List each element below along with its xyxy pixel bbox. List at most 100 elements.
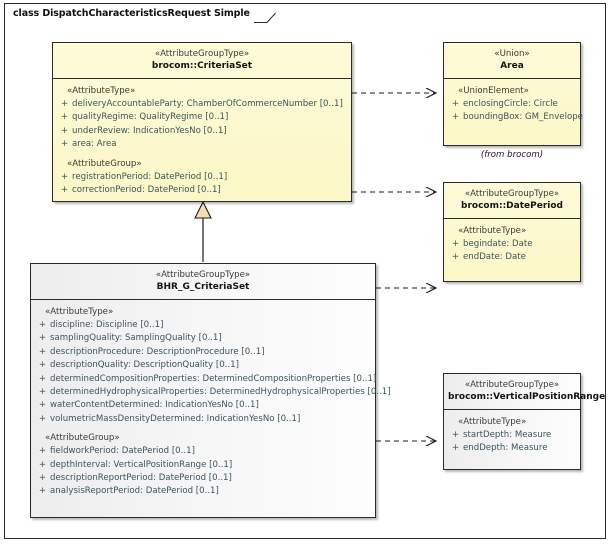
class-name: brocom::VerticalPositionRange — [448, 392, 606, 402]
visibility-marker: + — [38, 486, 47, 497]
attribute-row: + endDate: Date — [448, 251, 576, 264]
class-box-dateperiod[interactable]: «AttributeGroupType» brocom::DatePeriod … — [443, 182, 581, 282]
class-box-verticalpositionrange[interactable]: «AttributeGroupType» brocom::VerticalPos… — [443, 373, 606, 470]
diagram-frame-tab: class DispatchCharacteristicsRequest Sim… — [4, 3, 276, 23]
attribute-row: + startDepth: Measure — [448, 429, 576, 442]
attribute-text: analysisReportPeriod: DatePeriod [0..1] — [50, 486, 219, 497]
attribute-text: depthInterval: VerticalPositionRange [0.… — [50, 459, 233, 470]
class-stereotype: «AttributeGroupType» — [154, 49, 250, 59]
visibility-marker: + — [38, 373, 47, 384]
attribute-text: volumetricMassDensityDetermined: Indicat… — [50, 413, 301, 424]
attribute-row: + boundingBox: GM_Envelope — [448, 111, 583, 124]
attribute-group-label: «AttributeType» — [67, 86, 136, 96]
class-box-area[interactable]: «Union» Area «UnionElement» + enclosingC… — [443, 42, 583, 146]
visibility-marker: + — [451, 443, 460, 454]
class-header-bhr-g-criteriaset: «AttributeGroupType» BHR_G_CriteriaSet — [31, 264, 375, 300]
class-body-bhr-g-criteriaset: «AttributeType» + discipline: Discipline… — [31, 300, 391, 505]
class-header-verticalpositionrange: «AttributeGroupType» brocom::VerticalPos… — [444, 374, 606, 410]
attribute-text: deliveryAccountableParty: ChamberOfComme… — [72, 99, 343, 109]
class-header-area: «Union» Area — [444, 43, 580, 79]
class-header-criteriaset: «AttributeGroupType» brocom::CriteriaSet — [53, 43, 351, 79]
attribute-row: + discipline: Discipline [0..1] — [35, 319, 371, 332]
attribute-text: startDepth: Measure — [463, 430, 552, 440]
attribute-row: + begindate: Date — [448, 238, 576, 251]
attribute-group-label: «AttributeType» — [458, 417, 527, 427]
attribute-text: waterContentDetermined: IndicationYesNo … — [50, 400, 259, 411]
visibility-marker: + — [38, 387, 47, 398]
class-name: BHR_G_CriteriaSet — [156, 282, 250, 292]
class-box-bhr-g-criteriaset[interactable]: «AttributeGroupType» BHR_G_CriteriaSet «… — [30, 263, 391, 518]
class-body-criteriaset: «AttributeType» + deliveryAccountablePar… — [53, 79, 351, 203]
attribute-row: + determinedCompositionProperties: Deter… — [35, 373, 376, 386]
attribute-text: endDate: Date — [463, 252, 526, 263]
attribute-text: descriptionProcedure: DescriptionProcedu… — [50, 346, 265, 357]
attribute-row: + area: Area — [57, 138, 347, 151]
attribute-row: + volumetricMassDensityDetermined: Indic… — [35, 413, 371, 426]
attribute-row: + registrationPeriod: DatePeriod [0..1] — [57, 171, 347, 184]
attribute-text: endDepth: Measure — [463, 443, 548, 454]
attribute-group-label: «AttributeGroup» — [67, 158, 142, 169]
attribute-row: + fieldworkPeriod: DatePeriod [0..1] — [35, 445, 371, 458]
attribute-text: boundingBox: GM_Envelope — [463, 112, 583, 123]
attribute-row: + deliveryAccountableParty: ChamberOfCom… — [57, 98, 347, 111]
class-box-criteriaset[interactable]: «AttributeGroupType» brocom::CriteriaSet… — [52, 42, 352, 202]
attribute-text: descriptionQuality: DescriptionQuality [… — [50, 360, 239, 371]
attribute-text: descriptionReportPeriod: DatePeriod [0..… — [50, 473, 232, 484]
diagram-frame-label: class DispatchCharacteristicsRequest Sim… — [13, 8, 250, 19]
class-stereotype: «AttributeGroupType» — [464, 380, 560, 390]
package-origin-note: (from brocom) — [480, 150, 544, 160]
visibility-marker: + — [38, 400, 47, 411]
attribute-text: qualityRegime: QualityRegime [0..1] — [72, 112, 229, 123]
visibility-marker: + — [451, 99, 460, 109]
class-body-dateperiod: «AttributeType» + begindate: Date + endD… — [444, 219, 580, 271]
visibility-marker: + — [60, 171, 69, 182]
class-body-area: «UnionElement» + enclosingCircle: Circle… — [444, 79, 583, 131]
visibility-marker: + — [60, 99, 69, 109]
visibility-marker: + — [38, 446, 47, 457]
class-stereotype: «Union» — [494, 49, 530, 59]
visibility-marker: + — [60, 139, 69, 150]
class-stereotype: «AttributeGroupType» — [464, 189, 560, 199]
visibility-marker: + — [38, 333, 47, 344]
visibility-marker: + — [38, 360, 47, 371]
visibility-marker: + — [451, 112, 460, 123]
visibility-marker: + — [60, 125, 69, 136]
attribute-row: + enclosingCircle: Circle — [448, 98, 576, 111]
attribute-text: registrationPeriod: DatePeriod [0..1] — [72, 171, 228, 182]
attribute-row: + underReview: IndicationYesNo [0..1] — [57, 125, 347, 138]
visibility-marker: + — [38, 473, 47, 484]
visibility-marker: + — [451, 252, 460, 263]
attribute-group-label: «AttributeType» — [45, 307, 114, 317]
class-header-dateperiod: «AttributeGroupType» brocom::DatePeriod — [444, 183, 580, 219]
visibility-marker: + — [38, 459, 47, 470]
attribute-row: + analysisReportPeriod: DatePeriod [0..1… — [35, 485, 371, 498]
attribute-text: discipline: Discipline [0..1] — [50, 320, 164, 330]
attribute-row: + qualityRegime: QualityRegime [0..1] — [57, 111, 347, 124]
visibility-marker: + — [60, 185, 69, 196]
visibility-marker: + — [38, 320, 47, 330]
attribute-text: samplingQuality: SamplingQuality [0..1] — [50, 333, 222, 344]
attribute-text: underReview: IndicationYesNo [0..1] — [72, 125, 227, 136]
attribute-group-label: «AttributeGroup» — [45, 433, 120, 444]
attribute-text: correctionPeriod: DatePeriod [0..1] — [72, 185, 221, 196]
attribute-text: enclosingCircle: Circle — [463, 99, 558, 109]
attribute-row: + descriptionQuality: DescriptionQuality… — [35, 359, 371, 372]
class-stereotype: «AttributeGroupType» — [155, 270, 251, 280]
attribute-row: + descriptionProcedure: DescriptionProce… — [35, 346, 371, 359]
attribute-row: + samplingQuality: SamplingQuality [0..1… — [35, 332, 371, 345]
attribute-row: + determinedHydrophysicalProperties: Det… — [35, 386, 391, 399]
attribute-row: + waterContentDetermined: IndicationYesN… — [35, 399, 371, 412]
attribute-row: + correctionPeriod: DatePeriod [0..1] — [57, 184, 347, 197]
attribute-text: determinedCompositionProperties: Determi… — [50, 373, 377, 384]
class-name: brocom::DatePeriod — [461, 201, 563, 211]
attribute-row: + endDepth: Measure — [448, 442, 576, 455]
attribute-row: + descriptionReportPeriod: DatePeriod [0… — [35, 472, 371, 485]
attribute-group-label: «AttributeType» — [458, 226, 527, 236]
attribute-text: determinedHydrophysicalProperties: Deter… — [50, 387, 391, 398]
visibility-marker: + — [60, 112, 69, 123]
attribute-text: area: Area — [72, 139, 117, 150]
visibility-marker: + — [38, 346, 47, 357]
class-name: Area — [500, 61, 524, 71]
diagram-frame — [4, 3, 606, 539]
